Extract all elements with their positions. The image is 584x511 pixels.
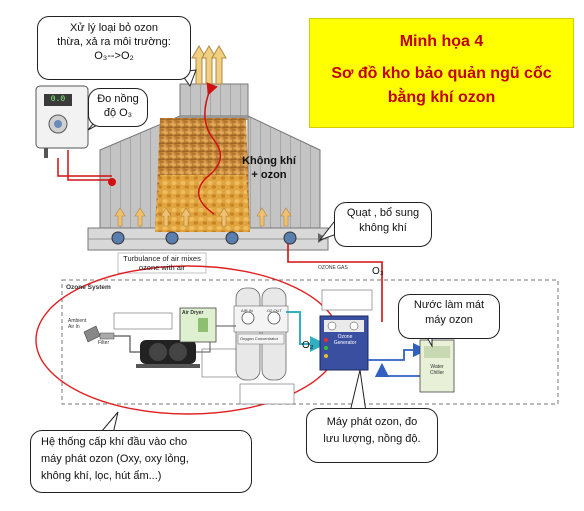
o2-label: O₂ bbox=[302, 340, 314, 351]
air-dryer bbox=[179, 307, 217, 343]
air-ozone-line-2: + ozon bbox=[251, 169, 287, 181]
turbulence-line-1: Turbulance of air mixes bbox=[123, 254, 201, 263]
ozone-system-label: Ozone System bbox=[66, 284, 111, 291]
callout-generator: Máy phát ozon, đo lưu lượng, nồng độ. bbox=[306, 408, 438, 463]
o2-out-gauge-label: O2 OUT bbox=[267, 308, 282, 313]
ozone-system-frame bbox=[61, 279, 559, 405]
water-return-line bbox=[374, 362, 420, 378]
callout-excess-ozone: Xử lý loại bỏ ozon thừa, xả ra môi trườn… bbox=[37, 16, 191, 80]
callout-feed-line-1: Hệ thống cấp khí đầu vào cho bbox=[41, 436, 188, 448]
air-in-gauge-label: AIR IN bbox=[241, 308, 253, 313]
ambient-line-2: Air In bbox=[68, 324, 80, 330]
exhaust-arrows bbox=[191, 45, 227, 85]
callout-fan-line-1: Quạt , bổ sung bbox=[346, 207, 420, 219]
callout-excess-line-3: O₃-->O₂ bbox=[94, 50, 134, 62]
callout-generator-line-1: Máy phát ozon, đo bbox=[326, 416, 418, 428]
ozone-generator-label: Ozone Generator bbox=[322, 334, 368, 346]
oxygen-line bbox=[286, 311, 326, 352]
air-dryer-label: Air Dryer bbox=[182, 310, 204, 316]
callout-feed-line-2: máy phát ozon (Oxy, oxy lỏng, bbox=[41, 453, 189, 465]
callout-cooling-line-1: Nước làm mát bbox=[413, 299, 485, 311]
chiller-label-line-1: Water bbox=[430, 364, 444, 370]
turbulence-line-2: ozone with air bbox=[138, 263, 186, 272]
callout-cooling-line-2: máy ozon bbox=[425, 314, 473, 326]
title-line-1: Minh họa 4 bbox=[399, 33, 484, 50]
generator-label-line-2: Generator bbox=[333, 340, 357, 346]
callout-cooling: Nước làm mát máy ozon bbox=[398, 294, 500, 339]
air-intake bbox=[83, 325, 140, 353]
title-line-3: bằng khí ozon bbox=[387, 89, 496, 106]
sensor-display: 0.0 bbox=[50, 95, 66, 104]
inflow-arrows bbox=[114, 207, 292, 227]
air-ozone-line-1: Không khí bbox=[242, 155, 296, 167]
ambient-line-1: Ambient bbox=[68, 318, 87, 324]
water-chiller-label: Water Chiller bbox=[420, 364, 454, 376]
compressor bbox=[136, 340, 200, 368]
callout-sensor: Đo nồng độ O₃ bbox=[88, 88, 148, 127]
callout-fan-line-2: không khí bbox=[359, 222, 407, 234]
silo bbox=[87, 83, 329, 251]
callout-sensor-line-1: Đo nồng bbox=[97, 93, 139, 105]
turbulence-label: Turbulance of air mixes ozone with air bbox=[118, 254, 206, 272]
o3-label: O₃ bbox=[372, 266, 384, 277]
water-line bbox=[368, 342, 428, 361]
callout-sensor-line-2: độ O₃ bbox=[103, 107, 133, 119]
ozone-flow-in-grain bbox=[197, 82, 222, 215]
callout-tail-generator bbox=[349, 369, 367, 413]
ozone-generator bbox=[319, 315, 369, 371]
water-chiller bbox=[419, 339, 455, 393]
ozone-gas-line bbox=[287, 244, 383, 322]
callout-fan: Quạt , bổ sung không khí bbox=[334, 202, 432, 247]
chiller-label-line-2: Chiller bbox=[429, 370, 445, 376]
callout-feed-system: Hệ thống cấp khí đầu vào cho máy phát oz… bbox=[30, 430, 252, 493]
callout-excess-line-1: Xử lý loại bỏ ozon bbox=[69, 22, 159, 34]
callout-feed-line-3: không khí, lọc, hút ẩm...) bbox=[41, 470, 162, 482]
ozone-gas-label: OZONE GAS bbox=[318, 265, 348, 271]
callout-generator-line-2: lưu lượng, nồng độ. bbox=[323, 433, 421, 445]
callout-excess-line-2: thừa, xả ra môi trường: bbox=[57, 36, 171, 48]
title-box: Minh họa 4 Sơ đồ kho bảo quản ngũ cốc bằ… bbox=[309, 18, 574, 128]
generator-label-line-1: Ozone bbox=[337, 334, 353, 340]
ambient-air-label: Ambient Air In bbox=[68, 318, 86, 330]
filter-label: Filter bbox=[98, 340, 110, 346]
oxygen-concentrator-label: Oxygen Concentrator bbox=[240, 336, 279, 341]
air-ozone-label: Không khí + ozon bbox=[232, 154, 306, 182]
oxygen-concentrator bbox=[233, 287, 289, 381]
title-line-2: Sơ đồ kho bảo quản ngũ cốc bbox=[331, 65, 552, 82]
